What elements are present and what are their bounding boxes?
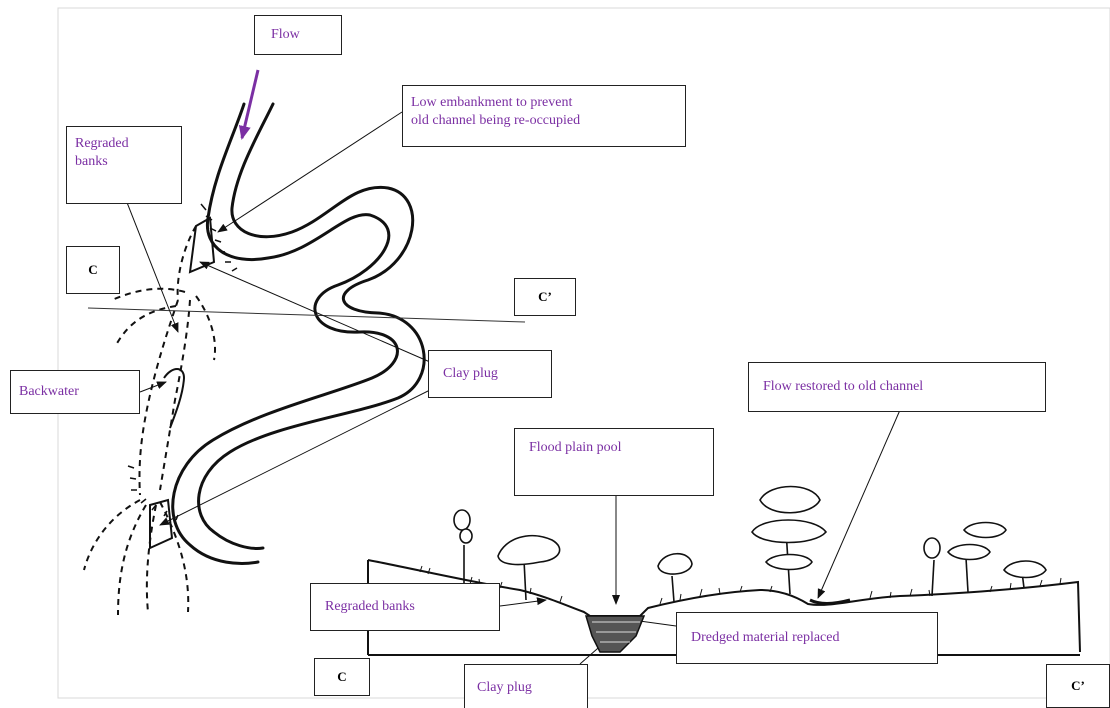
label-flood-plain-pool: Flood plain pool [514, 428, 714, 496]
label-section-c-prime-plan: C’ [514, 278, 576, 316]
leader-backwater [140, 382, 166, 392]
label-low-embankment: Low embankment to prevent old channel be… [402, 85, 686, 147]
label-regraded-banks-plan-line1: Regraded [75, 135, 173, 153]
restored-flow-channel [810, 600, 850, 603]
label-flow-restored-text: Flow restored to old channel [763, 366, 1037, 408]
label-backwater-text: Backwater [19, 374, 131, 410]
label-section-c-bottom-text: C [337, 668, 346, 686]
label-regraded-banks-plan: Regraded banks [66, 126, 182, 204]
trees-and-plants [454, 487, 1046, 603]
label-section-c-prime-bottom-text: C’ [1071, 677, 1085, 695]
grass-tufts [420, 566, 1061, 604]
label-dredged-material-text: Dredged material replaced [691, 616, 929, 660]
river-channel-plan [173, 104, 424, 563]
clay-plug-plan-shapes [150, 218, 214, 548]
backwater-channel [164, 369, 184, 428]
label-dredged-material: Dredged material replaced [676, 612, 938, 664]
label-backwater: Backwater [10, 370, 140, 414]
leader-regraded-banks-section [500, 600, 546, 606]
label-low-embankment-line1: Low embankment to prevent [411, 94, 677, 112]
leader-flow-restored [818, 410, 900, 598]
label-clay-plug-plan-text: Clay plug [443, 354, 543, 394]
label-section-c-prime-plan-text: C’ [538, 288, 552, 306]
label-section-c-bottom: C [314, 658, 370, 696]
label-regraded-banks-section-text: Regraded banks [325, 587, 491, 627]
label-flood-plain-pool-text: Flood plain pool [529, 439, 705, 457]
label-clay-plug-section: Clay plug [464, 664, 588, 708]
label-section-c-plan-text: C [88, 261, 97, 279]
leader-clay-plug-lower [160, 385, 440, 525]
label-flow: Flow [254, 15, 342, 55]
dredged-material-fill [586, 616, 644, 652]
label-clay-plug-plan: Clay plug [428, 350, 552, 398]
label-regraded-banks-plan-line2: banks [75, 153, 173, 171]
leader-low-embankment [218, 112, 402, 232]
label-flow-restored: Flow restored to old channel [748, 362, 1046, 412]
label-clay-plug-section-text: Clay plug [477, 668, 579, 708]
label-regraded-banks-section: Regraded banks [310, 583, 500, 631]
leader-clay-plug-upper [200, 262, 430, 362]
regraded-bank-ticks-lower [128, 466, 178, 520]
label-section-c-plan: C [66, 246, 120, 294]
label-section-c-prime-bottom: C’ [1046, 664, 1110, 708]
label-flow-text: Flow [271, 19, 333, 51]
section-line-c-c-prime [88, 308, 525, 322]
label-low-embankment-line2: old channel being re-occupied [411, 112, 677, 130]
